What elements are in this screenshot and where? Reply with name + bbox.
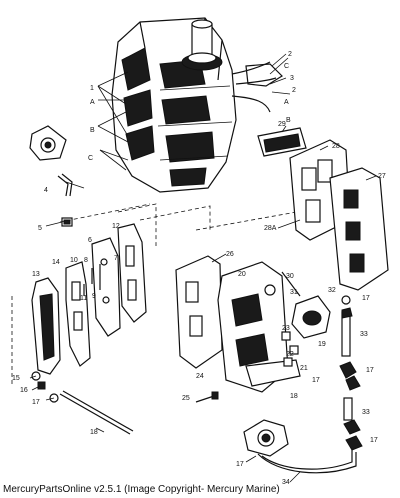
callout-18b: 18: [290, 393, 298, 400]
tube-18: [59, 393, 131, 435]
gasket-12: [117, 223, 147, 323]
callout-32: 32: [328, 287, 336, 294]
callout-2b: 2: [292, 87, 296, 94]
callout-33a: 33: [360, 331, 368, 338]
callout-9: 9: [92, 293, 96, 300]
callout-10: 10: [70, 257, 78, 264]
callout-8: 8: [84, 257, 88, 264]
callout-21: 21: [300, 365, 308, 372]
gasket-14: [65, 261, 91, 367]
callout-5: 5: [38, 225, 42, 232]
callout-17d: 17: [366, 367, 374, 374]
callout-28A: 28A: [264, 225, 277, 232]
crankshaft-top: [181, 19, 223, 71]
bypass-cover-13: [31, 277, 61, 375]
callout-17c: 17: [312, 377, 320, 384]
thermostat-cover: [29, 125, 67, 161]
callout-2a: 2: [288, 51, 292, 58]
callout-17e: 17: [370, 437, 378, 444]
callout-20: 20: [238, 271, 246, 278]
callout-3: 3: [290, 75, 294, 82]
callout-A2: A: [284, 99, 289, 106]
callout-C1: C: [88, 155, 93, 162]
callout-24: 24: [196, 373, 204, 380]
callout-19: 19: [318, 341, 326, 348]
screw-25: [195, 391, 219, 403]
fitting-5: [61, 217, 73, 227]
fittings-22-23: [281, 331, 299, 367]
fuel-line-34: [261, 450, 353, 470]
cylinder-block: [111, 17, 237, 193]
callout-B1: B: [90, 127, 95, 134]
fuel-pump-31: [281, 271, 331, 339]
callout-1: 1: [90, 85, 94, 92]
callout-23: 23: [282, 325, 290, 332]
callout-14: 14: [52, 259, 60, 266]
callout-27: 27: [378, 173, 386, 180]
primer-hoses: [231, 61, 283, 113]
fittings-17-right: [339, 361, 363, 451]
hose-33-lower: [343, 397, 353, 421]
callout-labels: 1 A B C 2 C 3 2 A B 29 28 27 28A 4 5 12 …: [12, 51, 386, 486]
callout-33b: 33: [362, 409, 370, 416]
hose-33-upper: [341, 295, 353, 357]
gasket-26: [175, 255, 223, 369]
callout-22: 22: [286, 351, 294, 358]
callout-12: 12: [112, 223, 120, 230]
reed-block-29: [257, 127, 307, 157]
callout-4: 4: [44, 187, 48, 194]
callout-7: 7: [114, 255, 118, 262]
plate-6: [91, 237, 121, 337]
callout-31: 31: [290, 289, 298, 296]
copyright-caption: MercuryPartsOnline v2.5.1 (Image Copyrig…: [3, 484, 280, 495]
callout-34: 34: [282, 479, 290, 486]
cover-20: [217, 261, 289, 393]
hose-4: [57, 173, 73, 197]
callout-C2: C: [284, 63, 289, 70]
callout-28: 28: [332, 143, 340, 150]
callout-15: 15: [12, 375, 20, 382]
callout-17f: 17: [236, 461, 244, 468]
callout-17b: 17: [362, 295, 370, 302]
callout-6: 6: [88, 237, 92, 244]
fuel-pump-bottom: [243, 419, 289, 457]
callout-18a: 18: [90, 429, 98, 436]
leader-lines: [29, 53, 377, 483]
callout-B2: B: [286, 117, 291, 124]
callout-25: 25: [182, 395, 190, 402]
callout-A1: A: [90, 99, 95, 106]
manifold-27: [329, 167, 389, 291]
callout-29: 29: [278, 121, 286, 128]
callout-16: 16: [20, 387, 28, 394]
callout-30: 30: [286, 273, 294, 280]
callout-17a: 17: [32, 399, 40, 406]
callout-13: 13: [32, 271, 40, 278]
callout-11: 11: [80, 295, 87, 302]
callout-26: 26: [226, 251, 234, 258]
